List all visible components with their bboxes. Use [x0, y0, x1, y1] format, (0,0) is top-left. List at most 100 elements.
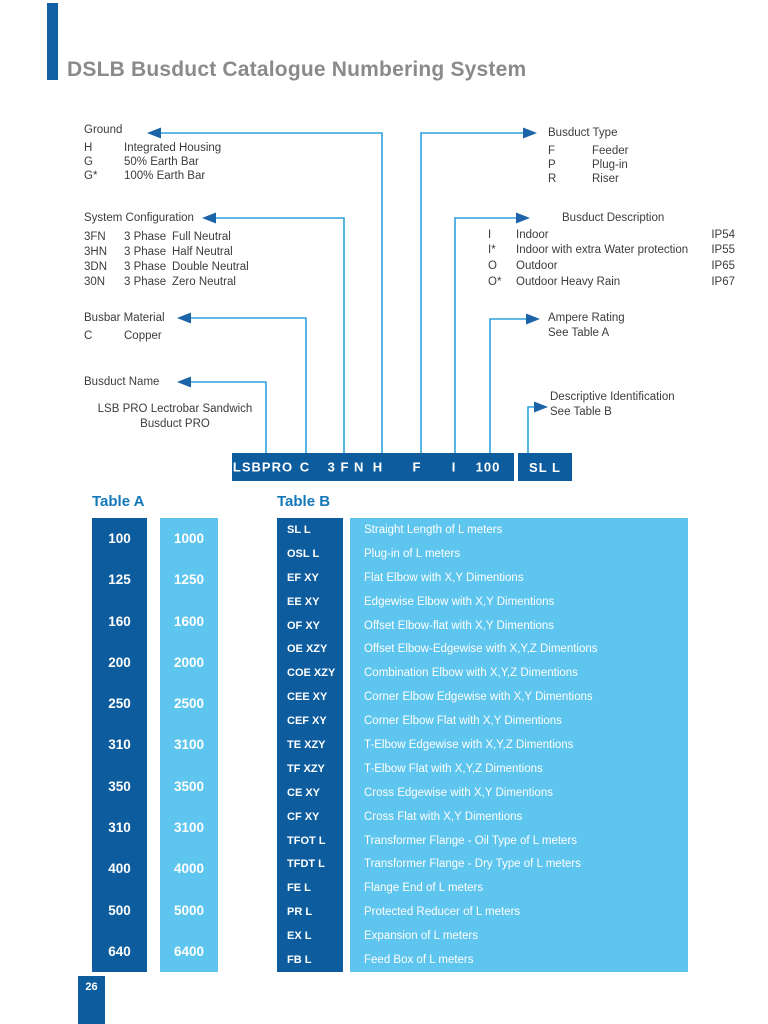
table-b-desc-cell: Plug-in of L meters [350, 541, 688, 566]
busbar-material-arrow-icon [177, 312, 191, 324]
busduct-description-code: O [488, 259, 497, 272]
busduct-name-arrow-icon [177, 376, 191, 388]
table-b-title: Table B [277, 493, 331, 510]
descriptive-identification-callout: Descriptive Identification See Table B [550, 390, 675, 419]
descriptive-identification-line [527, 406, 538, 453]
system-configuration-phase: 3 Phase [124, 260, 167, 273]
table-row: 500 5000 [92, 889, 218, 931]
busbar-material-title: Busbar Material [84, 312, 165, 324]
table-a-ampere-cell: 640 [92, 930, 147, 972]
system-configuration-title: System Configuration [84, 212, 194, 224]
table-b-desc-cell: Corner Elbow Edgewise with X,Y Dimention… [350, 685, 688, 710]
busduct-description-code: I [488, 228, 492, 241]
table-b-gap [343, 661, 350, 685]
ground-row: G 50% Earth Bar [84, 155, 221, 169]
table-a: 100 1000 125 1250 160 1600 200 2000 [92, 518, 218, 972]
table-b-desc-cell: Offset Elbow-Edgewise with X,Y,Z Dimenti… [350, 637, 688, 662]
table-b-code-cell: EX L [277, 924, 343, 949]
ground-desc: Integrated Housing [124, 142, 222, 154]
ground-callout: Ground H Integrated Housing G 50% Earth … [84, 123, 221, 183]
table-a-alt-cell: 2500 [160, 683, 218, 725]
busduct-type-desc: Plug-in [592, 159, 628, 171]
busduct-name-line2: Busduct PRO [140, 417, 210, 430]
ground-code: G* [84, 170, 98, 182]
busduct-description-desc: Outdoor [516, 259, 558, 272]
table-b-desc-cell: Straight Length of L meters [350, 518, 688, 542]
system-configuration-desc: Half Neutral [172, 245, 233, 258]
system-configuration-code: 3FN [84, 230, 106, 243]
table-a-gap [147, 518, 160, 559]
table-row: 160 1600 [92, 600, 218, 642]
table-a-alt-cell: 3100 [160, 724, 218, 766]
system-configuration-phase: 3 Phase [124, 275, 167, 288]
catalogue-code-bar: LSBPRO C 3 F N H F I 100 [232, 453, 514, 481]
system-configuration-phase: 3 Phase [124, 230, 167, 243]
table-a-alt-cell: 1600 [160, 600, 218, 642]
busbar-material-line [185, 317, 307, 453]
table-row: TFOT L Transformer Flange - Oil Type of … [277, 828, 688, 853]
code-segment-ampere: 100 [475, 459, 501, 475]
busduct-type-arrow-icon [523, 127, 537, 139]
busduct-description-ip-rating: IP54 [711, 228, 735, 241]
code-segment-type: F [412, 459, 422, 475]
system-configuration-desc: Zero Neutral [172, 275, 236, 288]
table-b-gap [343, 757, 350, 781]
busduct-description-row: I* Indoor with extra Water protection IP… [488, 243, 735, 259]
table-b-gap [343, 900, 350, 924]
table-b-desc-cell: T-Elbow Edgewise with X,Y,Z Dimentions [350, 733, 688, 757]
busduct-description-ip-rating: IP55 [711, 244, 735, 257]
ground-desc: 50% Earth Bar [124, 156, 199, 168]
busduct-description-desc: Indoor [516, 228, 549, 241]
code-segment-material: C [299, 459, 311, 475]
table-b-desc-cell: Expansion of L meters [350, 924, 688, 949]
table-b-code-cell: EE XY [277, 589, 343, 614]
table-b-gap [343, 590, 350, 614]
table-a-gap [147, 931, 160, 972]
busduct-description-row: O* Outdoor Heavy Rain IP67 [488, 274, 735, 290]
ampere-rating-line [489, 318, 530, 453]
table-row: CEE XY Corner Elbow Edgewise with X,Y Di… [277, 685, 688, 710]
busduct-description-desc: Outdoor Heavy Rain [516, 275, 621, 288]
page-title: DSLB Busduct Catalogue Numbering System [67, 58, 527, 81]
table-b-desc-cell: Transformer Flange - Dry Type of L meter… [350, 852, 688, 877]
table-b-desc-cell: Transformer Flange - Oil Type of L meter… [350, 828, 688, 853]
descriptive-identification-arrow-icon [534, 401, 548, 413]
ground-code: H [84, 142, 93, 154]
table-b-code-cell: SL L [277, 518, 343, 542]
table-b-desc-cell: T-Elbow Flat with X,Y,Z Dimentions [350, 756, 688, 781]
table-b-code-cell: TF XZY [277, 756, 343, 781]
busduct-type-code: F [548, 145, 556, 157]
table-b-gap [343, 876, 350, 900]
table-b-code-cell: TE XZY [277, 733, 343, 757]
table-a-gap [147, 724, 160, 765]
table-a-ampere-cell: 125 [92, 559, 147, 601]
table-b-desc-cell: Flat Elbow with X,Y Dimentions [350, 565, 688, 590]
table-a-alt-cell: 3500 [160, 765, 218, 807]
table-row: FB L Feed Box of L meters [277, 948, 688, 972]
code-segment-ground: H [372, 459, 384, 475]
system-configuration-code: 3DN [84, 260, 108, 273]
table-b: SL L Straight Length of L meters OSL L P… [277, 518, 688, 972]
table-b-gap [343, 709, 350, 733]
ground-row: H Integrated Housing [84, 141, 221, 155]
table-row: CF XY Cross Flat with X,Y Dimentions [277, 804, 688, 829]
busduct-type-row: R Riser [548, 172, 628, 186]
table-a-alt-cell: 2000 [160, 641, 218, 684]
table-row: CEF XY Corner Elbow Flat with X,Y Diment… [277, 709, 688, 734]
busbar-material-row: C Copper [84, 329, 165, 343]
table-b-gap [343, 948, 350, 972]
title-accent-bar [47, 3, 58, 80]
table-a-ampere-cell: 100 [92, 518, 147, 560]
table-a-ampere-cell: 350 [92, 765, 147, 807]
table-a-ampere-cell: 310 [92, 806, 147, 849]
system-configuration-code: 30N [84, 275, 106, 288]
table-a-ampere-cell: 310 [92, 724, 147, 766]
table-b-desc-cell: Cross Flat with X,Y Dimentions [350, 804, 688, 829]
busduct-name-title: Busduct Name [84, 376, 160, 388]
table-row: TF XZY T-Elbow Flat with X,Y,Z Dimention… [277, 756, 688, 781]
table-b-gap [343, 566, 350, 590]
busduct-type-code: R [548, 173, 557, 185]
busduct-description-ip-rating: IP67 [711, 275, 735, 288]
busduct-type-row: P Plug-in [548, 158, 628, 172]
busduct-type-callout: Busduct Type F Feeder P Plug-in R Riser [548, 126, 628, 186]
